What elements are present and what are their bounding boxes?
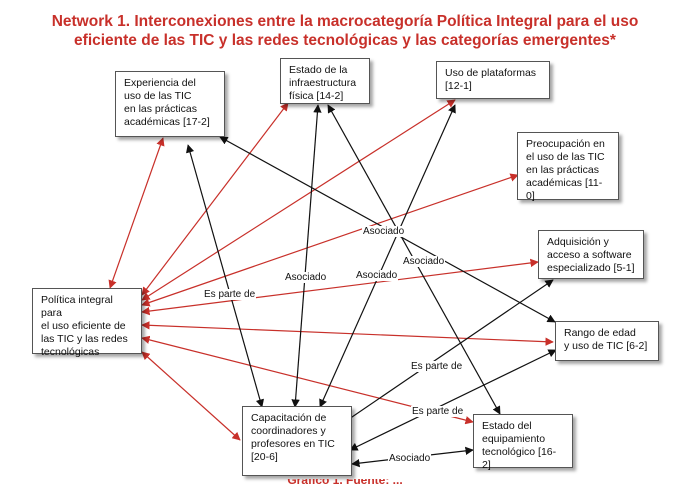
edge-politica-preocupacion: [141, 173, 519, 307]
node-experiencia: Experiencia del uso de las TIC en las pr…: [115, 71, 225, 137]
node-politica-integral: Política integral para el uso eficiente …: [32, 288, 142, 358]
edge-label-asociado: Asociado: [355, 270, 399, 281]
node-uso-plataformas: Uso de plataformas [12-1]: [436, 61, 550, 99]
node-estado-infraestructura: Estado de la infraestructura física [14-…: [280, 58, 370, 104]
edge-label-asociado: Asociado: [402, 256, 446, 267]
node-preocupacion: Preocupación en el uso de las TIC en las…: [517, 132, 619, 202]
edge-estado-infra-capacitacion: [291, 104, 322, 408]
edge-politica-experiencia: [108, 137, 165, 289]
edge-experiencia-capacitacion: [186, 144, 264, 408]
edge-label-asociado: Asociado: [362, 226, 406, 237]
diagram-title: Network 1. Interconexiones entre la macr…: [0, 12, 690, 50]
node-capacitacion: Capacitación de coordinadores y profesor…: [242, 406, 352, 476]
edge-politica-rango: [141, 321, 554, 346]
node-adquisicion: Adquisición y acceso a software especial…: [538, 230, 644, 279]
node-equipamiento: Estado del equipamiento tecnológico [16-…: [473, 414, 573, 471]
edge-politica-capacitacion: [141, 351, 241, 441]
title-line-2: eficiente de las TIC y las redes tecnoló…: [74, 32, 616, 49]
node-rango-edad: Rango de edad y uso de TIC [6-2]: [555, 321, 659, 361]
edge-label-asociado: Asociado: [388, 453, 432, 464]
footer-caption-text: Gráfico 1. Fuente: ...: [287, 479, 403, 487]
edge-label-es-parte-de: Es parte de: [203, 289, 257, 300]
title-line-1: Network 1. Interconexiones entre la macr…: [51, 13, 639, 30]
edge-label-asociado: Asociado: [284, 272, 328, 283]
footer-caption-cut: Gráfico 1. Fuente: ...: [0, 479, 690, 487]
edge-rango-capacitacion: [349, 349, 557, 451]
edge-label-es-parte-de: Es parte de: [410, 361, 464, 372]
edge-label-es-parte-de: Es parte de: [411, 406, 465, 417]
edge-politica-adquisicion: [141, 258, 539, 316]
